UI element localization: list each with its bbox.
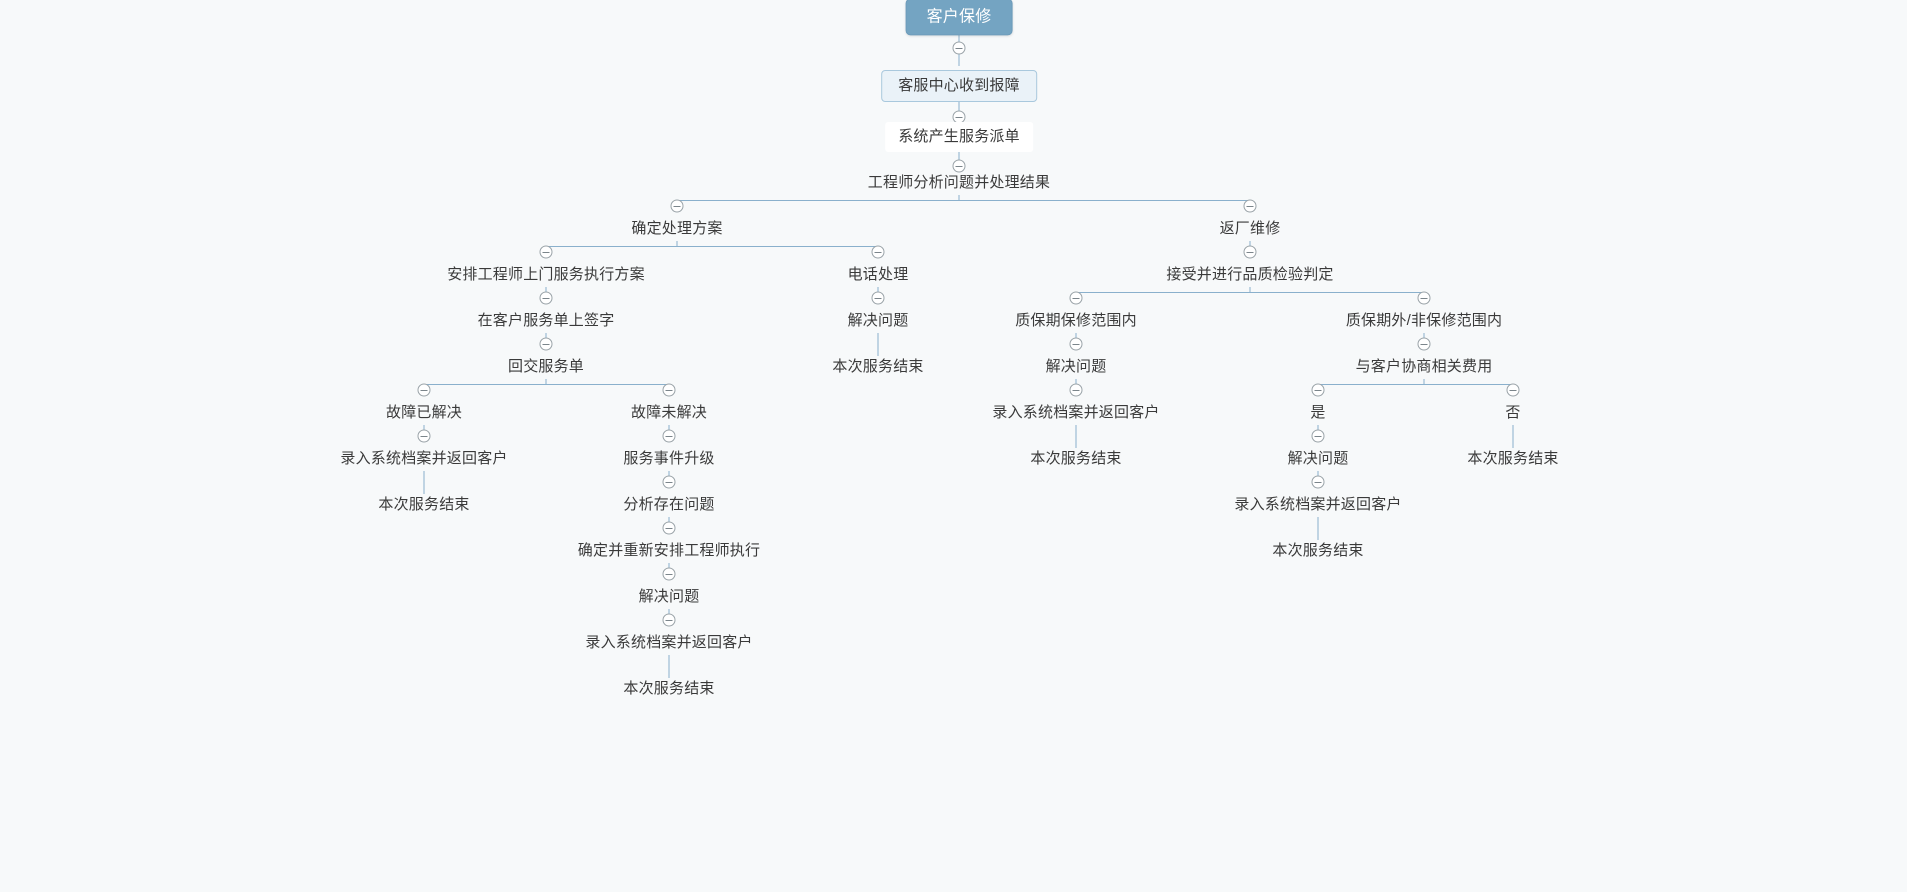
collapse-minus-icon[interactable] [670, 199, 684, 213]
collapse-minus-icon[interactable] [1069, 383, 1083, 397]
mindmap-node[interactable]: 本次服务结束 [1272, 542, 1364, 559]
mindmap-node[interactable]: 回交服务单 [507, 358, 585, 375]
collapse-minus-icon[interactable] [1506, 383, 1520, 397]
mindmap-node[interactable]: 在客户服务单上签字 [477, 312, 615, 329]
mindmap-node[interactable]: 录入系统档案并返回客户 [1234, 496, 1402, 513]
mindmap-node[interactable]: 确定处理方案 [631, 220, 723, 237]
mindmap-node[interactable]: 是 [1310, 404, 1326, 421]
collapse-minus-icon[interactable] [871, 291, 885, 305]
collapse-minus-icon[interactable] [417, 429, 431, 443]
mindmap-node[interactable]: 接受并进行品质检验判定 [1166, 266, 1334, 283]
mindmap-node[interactable]: 解决问题 [1045, 358, 1107, 375]
mindmap-node[interactable]: 解决问题 [638, 588, 700, 605]
mindmap-node[interactable]: 确定并重新安排工程师执行 [577, 542, 761, 559]
mindmap-node[interactable]: 返厂维修 [1219, 220, 1281, 237]
mindmap-node[interactable]: 录入系统档案并返回客户 [992, 404, 1160, 421]
mindmap-node[interactable]: 系统产生服务派单 [885, 122, 1033, 152]
collapse-minus-icon[interactable] [662, 475, 676, 489]
mindmap-node[interactable]: 分析存在问题 [623, 496, 715, 513]
mindmap-node[interactable]: 解决问题 [1287, 450, 1349, 467]
collapse-minus-icon[interactable] [539, 245, 553, 259]
collapse-minus-icon[interactable] [1243, 245, 1257, 259]
mindmap-node[interactable]: 质保期保修范围内 [1015, 312, 1137, 329]
collapse-minus-icon[interactable] [952, 159, 966, 173]
collapse-minus-icon[interactable] [662, 429, 676, 443]
collapse-minus-icon[interactable] [1311, 475, 1325, 489]
mindmap-node[interactable]: 服务事件升级 [623, 450, 715, 467]
mindmap-node[interactable]: 电话处理 [847, 266, 909, 283]
mindmap-node[interactable]: 故障未解决 [630, 404, 708, 421]
collapse-minus-icon[interactable] [417, 383, 431, 397]
mindmap-node[interactable]: 本次服务结束 [1030, 450, 1122, 467]
mindmap-node[interactable]: 解决问题 [847, 312, 909, 329]
mindmap-node[interactable]: 本次服务结束 [378, 496, 470, 513]
collapse-minus-icon[interactable] [1069, 291, 1083, 305]
mindmap-node[interactable]: 录入系统档案并返回客户 [340, 450, 508, 467]
mindmap-node[interactable]: 安排工程师上门服务执行方案 [447, 266, 645, 283]
mindmap-node[interactable]: 与客户协商相关费用 [1355, 358, 1493, 375]
collapse-minus-icon[interactable] [952, 41, 966, 55]
mindmap-node[interactable]: 本次服务结束 [1467, 450, 1559, 467]
collapse-minus-icon[interactable] [662, 567, 676, 581]
collapse-minus-icon[interactable] [1417, 337, 1431, 351]
mindmap-node[interactable]: 故障已解决 [385, 404, 463, 421]
collapse-minus-icon[interactable] [1069, 337, 1083, 351]
root-node[interactable]: 客户保修 [905, 0, 1013, 36]
collapse-minus-icon[interactable] [871, 245, 885, 259]
collapse-minus-icon[interactable] [1243, 199, 1257, 213]
collapse-minus-icon[interactable] [539, 291, 553, 305]
mindmap-node[interactable]: 本次服务结束 [832, 358, 924, 375]
mindmap-node[interactable]: 本次服务结束 [623, 680, 715, 697]
mindmap-node[interactable]: 否 [1505, 404, 1521, 421]
collapse-minus-icon[interactable] [1311, 429, 1325, 443]
collapse-minus-icon[interactable] [662, 521, 676, 535]
collapse-minus-icon[interactable] [1311, 383, 1325, 397]
collapse-minus-icon[interactable] [662, 383, 676, 397]
collapse-minus-icon[interactable] [539, 337, 553, 351]
collapse-minus-icon[interactable] [1417, 291, 1431, 305]
mindmap-node[interactable]: 工程师分析问题并处理结果 [867, 174, 1051, 191]
mindmap-node[interactable]: 质保期外/非保修范围内 [1345, 312, 1503, 329]
mindmap-node[interactable]: 客服中心收到报障 [881, 70, 1037, 102]
mindmap-node[interactable]: 录入系统档案并返回客户 [585, 634, 753, 651]
collapse-minus-icon[interactable] [662, 613, 676, 627]
